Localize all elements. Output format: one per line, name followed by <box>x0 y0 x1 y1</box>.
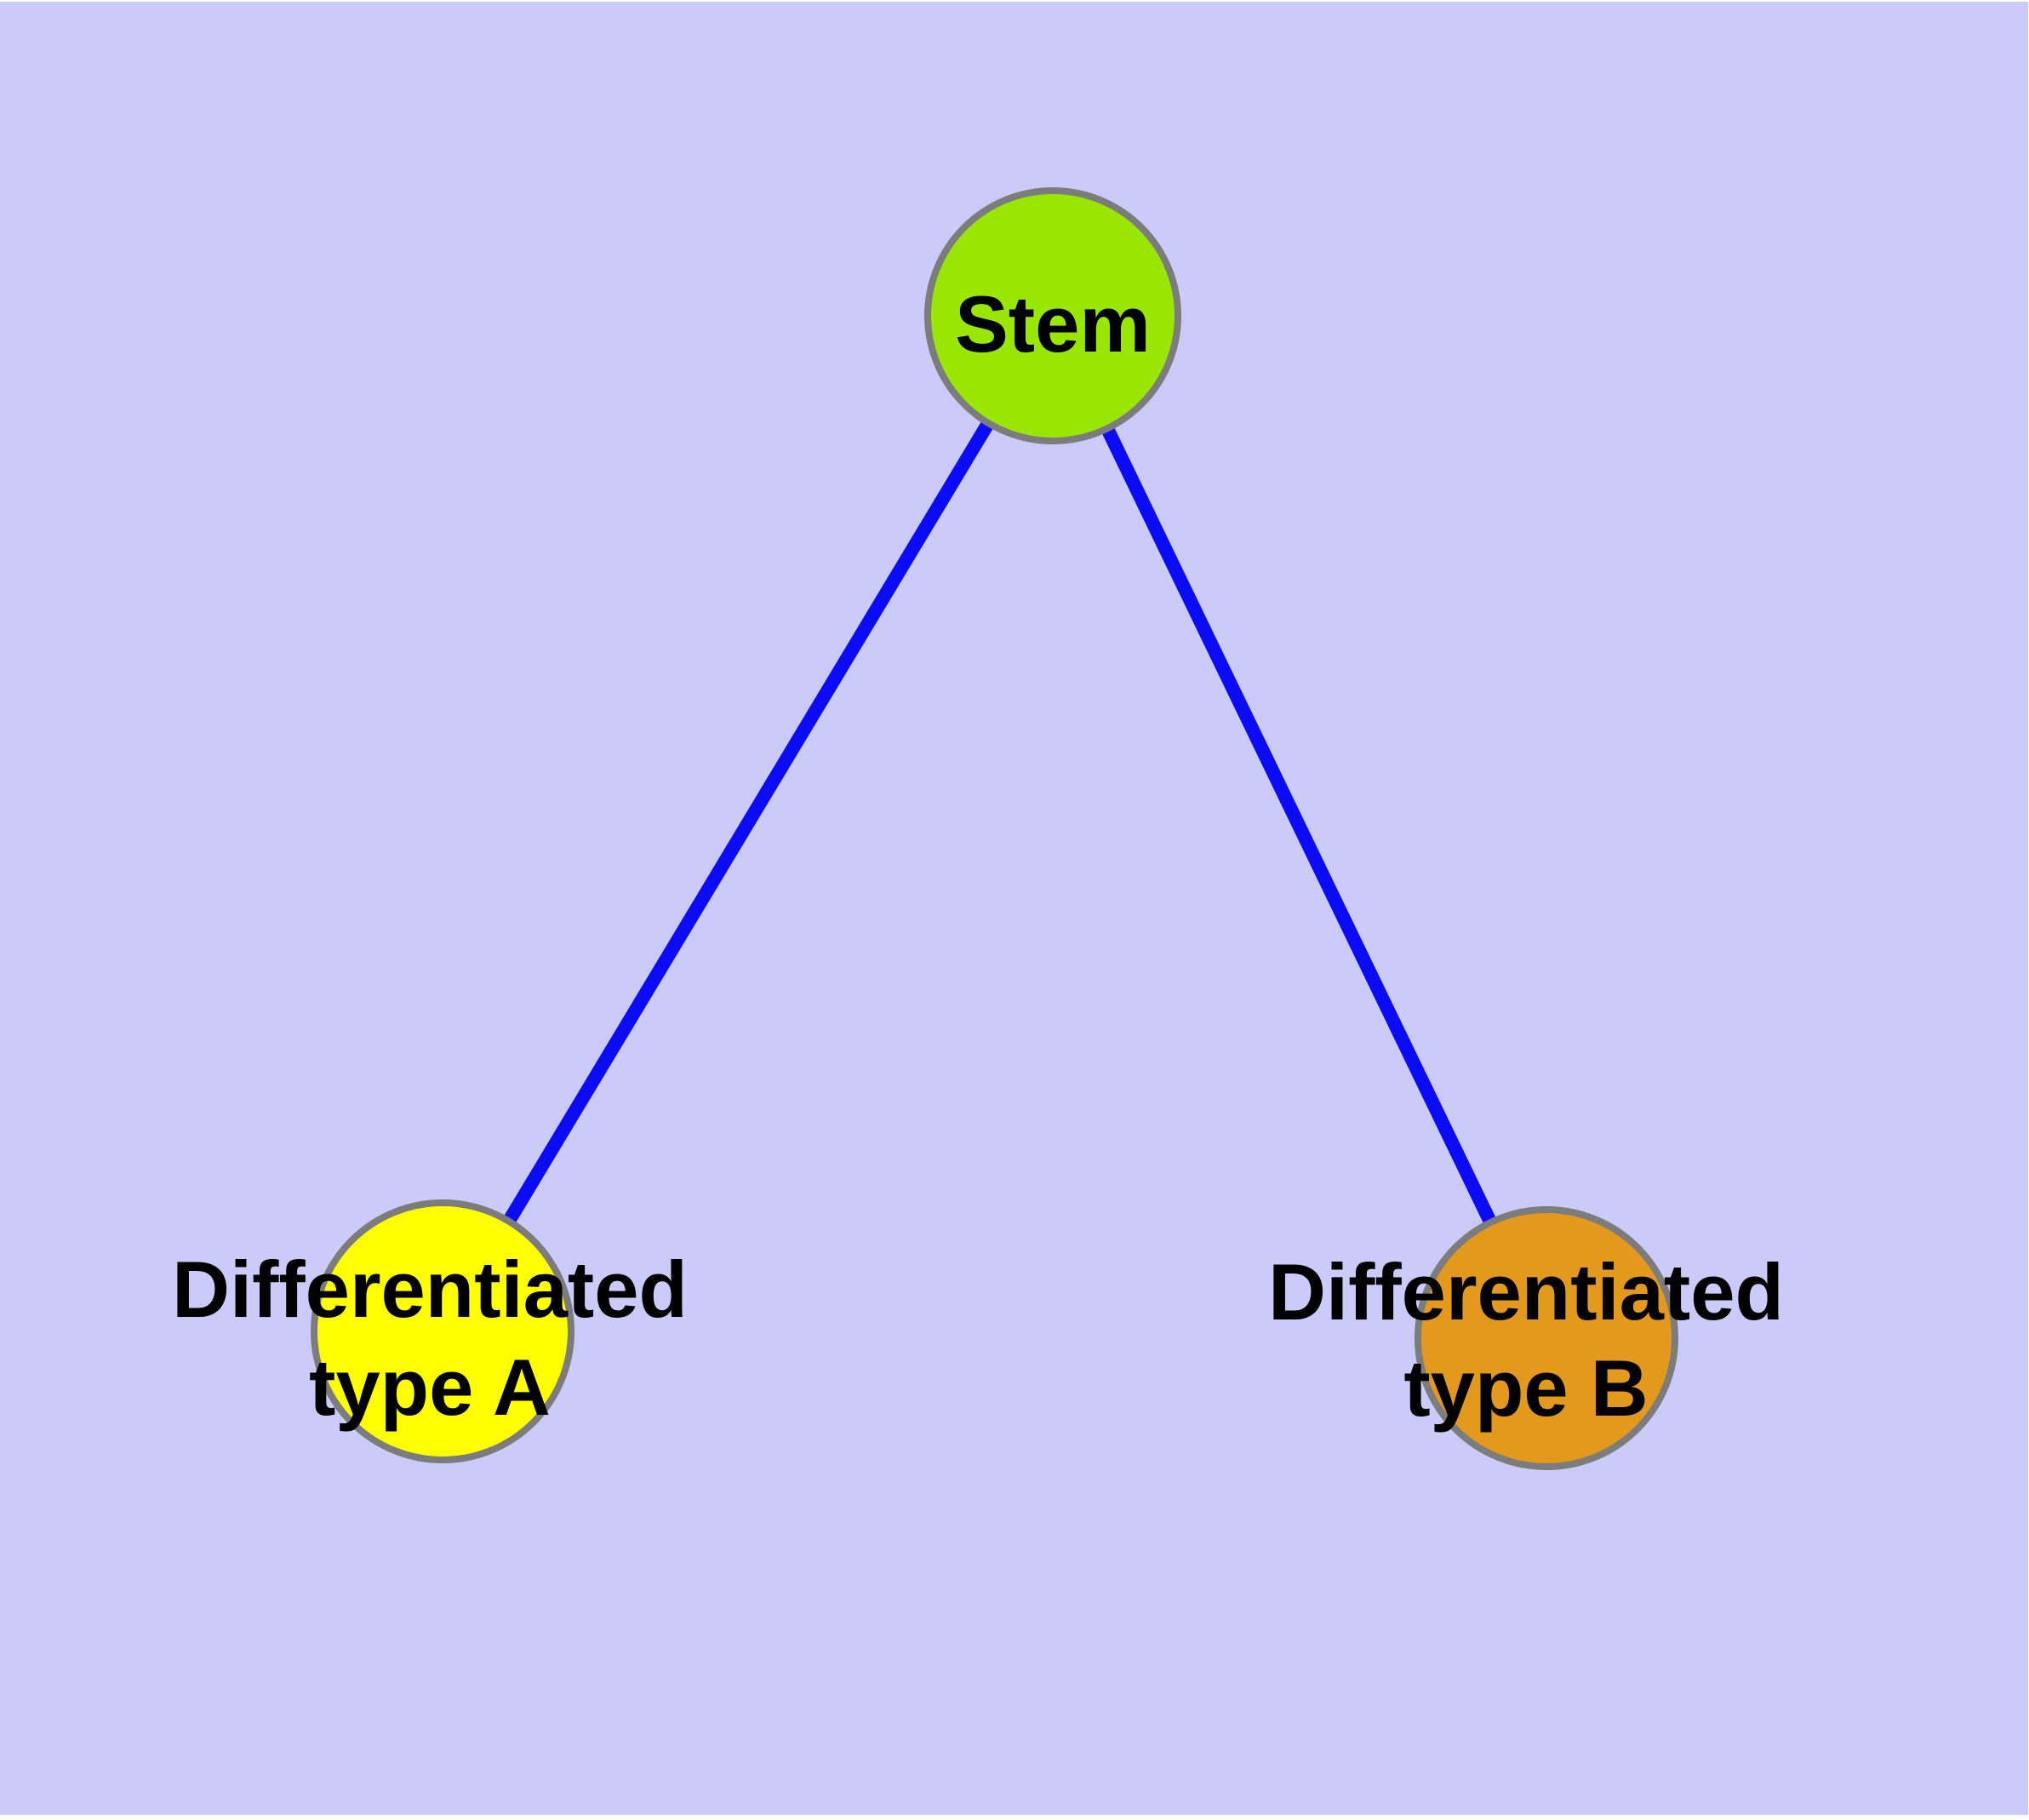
node-differentiated-type-a-label-line2: type A <box>309 1342 551 1432</box>
node-differentiated-type-b-label-line2: type B <box>1403 1343 1648 1433</box>
node-stem-label: Stem <box>955 279 1151 369</box>
node-differentiated-type-a-label-line1: Differentiated <box>172 1245 688 1334</box>
node-differentiated-type-b-circle <box>1415 1206 1678 1470</box>
node-stem-circle <box>924 187 1181 444</box>
edge-stem-to-type-a <box>437 312 1059 1336</box>
edge-stem-to-type-b <box>1046 312 1553 1342</box>
node-differentiated-type-a-circle <box>311 1199 574 1463</box>
node-differentiated-type-b-label-line1: Differentiated <box>1268 1247 1784 1336</box>
